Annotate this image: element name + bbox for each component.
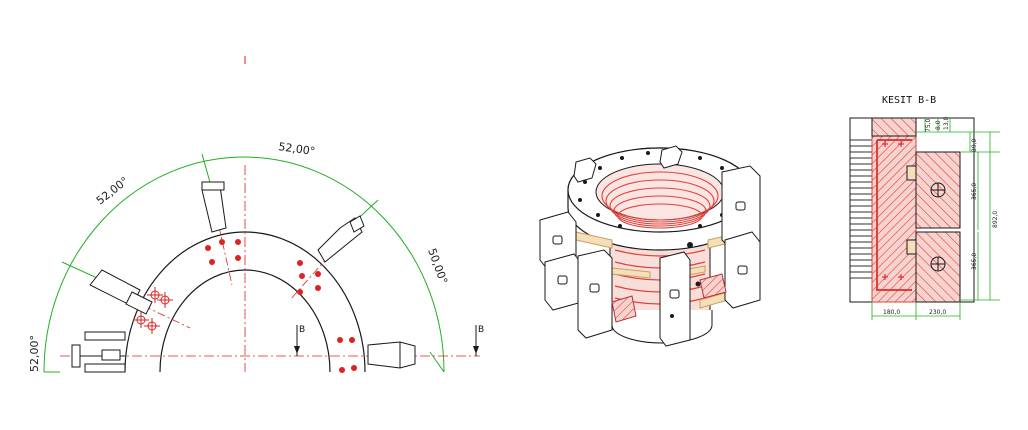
lower-pad xyxy=(906,239,917,255)
left-stub-fixture xyxy=(71,331,126,373)
section-letter-left: B xyxy=(299,325,305,335)
clamp-blocks xyxy=(539,145,761,347)
angle-label-2: 52,00° xyxy=(278,140,316,158)
upper-pad xyxy=(906,165,917,181)
section-mark-left: B xyxy=(294,325,305,356)
crosshair-bolts xyxy=(133,287,173,334)
inner-coil-top xyxy=(601,171,719,229)
plan-view: 52,00° 52,00° 50,00° 52,00° xyxy=(28,56,484,373)
section-title: KESIT B-B xyxy=(882,95,936,106)
section-view: KESIT B-B xyxy=(849,95,1000,320)
section-mark-right: B xyxy=(473,325,484,356)
block-bolt-circles xyxy=(930,182,946,272)
coil-section-hatch xyxy=(871,117,917,303)
angle-label-3: 50,00° xyxy=(425,247,450,286)
section-crosses xyxy=(882,141,904,280)
angle-dimension-arc xyxy=(43,156,445,373)
coil-conductor-outline xyxy=(876,139,912,291)
clamp-arm-top xyxy=(201,181,227,233)
dim-180: 180,0 xyxy=(883,309,900,316)
ring-inner xyxy=(159,269,331,373)
dimension-ray xyxy=(429,351,445,373)
clamp-arm-right xyxy=(317,215,365,263)
top-cap xyxy=(871,117,917,137)
dim-75: 75,0 xyxy=(925,118,932,132)
radial-centerline xyxy=(211,194,233,286)
clamp-arm-left xyxy=(89,269,153,315)
section-letter-right: B xyxy=(478,325,484,335)
bolt-holes xyxy=(205,239,357,373)
section-dimension-lines xyxy=(871,118,1000,320)
dim-8: 8,0 xyxy=(935,120,942,130)
terminal-markers xyxy=(670,242,701,318)
clamp-arm-horizontal xyxy=(367,341,416,369)
dim-13: 13,0 xyxy=(943,116,950,130)
dim-365-upper: 365,0 xyxy=(971,183,978,200)
dim-89: 89,0 xyxy=(971,138,978,152)
comb-teeth xyxy=(849,139,873,279)
dim-365-lower: 365,0 xyxy=(971,253,978,270)
isometric-view xyxy=(539,145,761,347)
dim-230: 230,0 xyxy=(929,309,946,316)
dim-892: 892,0 xyxy=(992,211,999,228)
angle-label-4: 52,00° xyxy=(28,335,41,372)
radial-centerline xyxy=(289,231,351,301)
angle-label-1: 52,00° xyxy=(94,174,131,207)
copper-lugs xyxy=(611,273,727,323)
